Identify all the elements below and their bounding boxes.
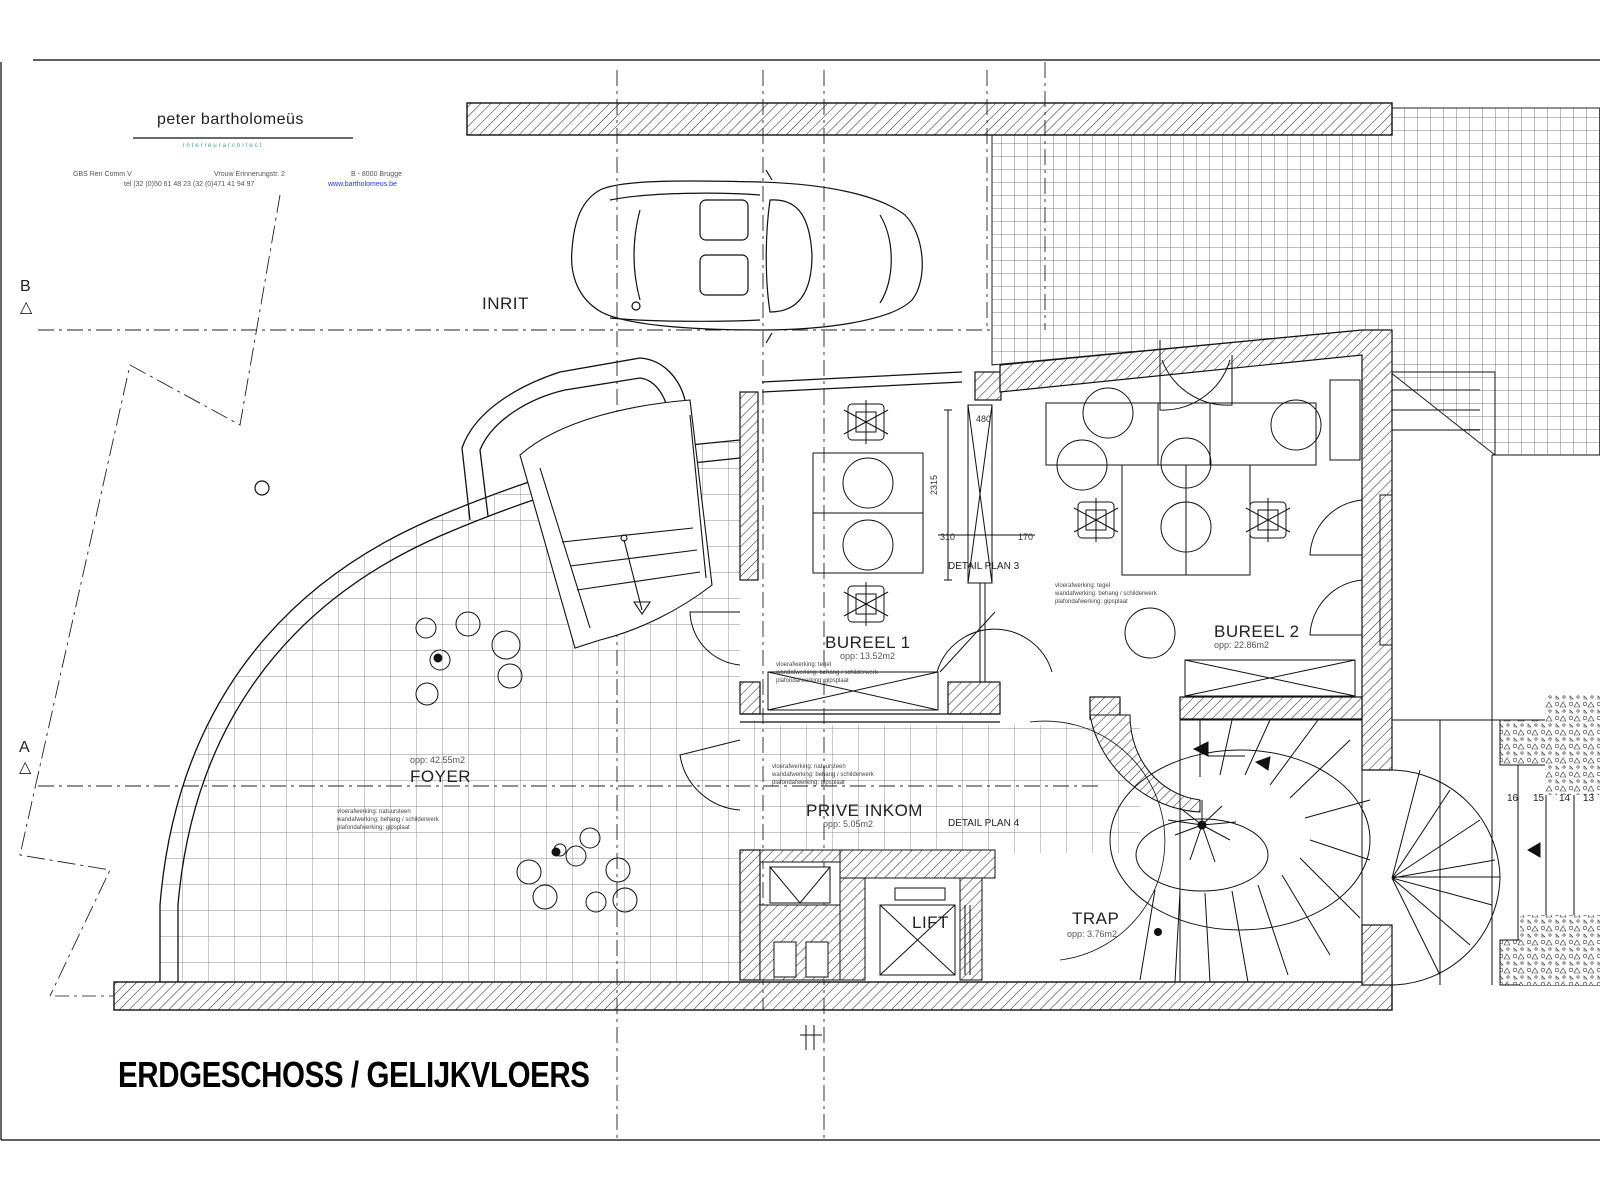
dimension-310: 310 — [940, 532, 956, 542]
foyer-furniture — [415, 611, 638, 913]
room-label-foyer: FOYER — [410, 767, 472, 786]
trap-door-swing — [1029, 720, 1166, 961]
finish-notes-prive: vloerafwerking: natuursteen wandafwerkin… — [772, 763, 874, 787]
bottom-wall — [113, 981, 1393, 1011]
finish-notes-bureel2: vloerafwerking: tegel wandafwerking: beh… — [1055, 582, 1157, 606]
contact-phone: tel (32 (0)50 61 48 23 (32 (0)471 41 94 … — [124, 181, 255, 188]
finish-notes-foyer: vloerafwerking: natuursteen wandafwerkin… — [337, 808, 439, 832]
ramp-stair — [519, 399, 713, 649]
prive-inkom-tile-floor — [740, 725, 1140, 853]
room-area-prive-inkom: opp: 5.05m2 — [823, 819, 874, 829]
note-line: plafondafwerking: gipsplaat — [776, 678, 849, 684]
note-line: wandafwerking: behang / schilderwerk — [337, 817, 439, 823]
note-line: wandafwerking: behang / schilderwerk — [772, 772, 874, 778]
glass-partition — [938, 404, 1035, 682]
section-a-label: A — [19, 739, 30, 756]
planters — [1499, 695, 1600, 986]
section-markers — [800, 1025, 822, 1050]
dimension-170: 170 — [1018, 532, 1034, 542]
stair-number: 16 — [1507, 793, 1519, 804]
contact-company: GBS Ren Comm V — [73, 171, 132, 178]
room-label-prive-inkom: PRIVE INKOM — [806, 801, 923, 820]
bureel1-furniture — [689, 400, 1053, 711]
top-wall — [466, 102, 1393, 136]
dimension-2315: 2315 — [929, 474, 939, 495]
note-line: plafondafwerking: gipsplaat — [772, 780, 845, 786]
brand-tagline: interieurarchitect — [183, 143, 264, 149]
room-label-trap: TRAP — [1072, 909, 1120, 928]
outdoor-stair — [1391, 371, 1600, 986]
note-line: wandafwerking: behang / schilderwerk — [1055, 591, 1157, 597]
contact-street: Vrouw Erinnerungstr. 2 — [214, 171, 285, 178]
room-area-foyer: opp: 42.55m2 — [410, 755, 466, 765]
brand-name: peter bartholomeüs — [157, 111, 304, 128]
plant-icon — [1167, 800, 1237, 863]
sheet-frame — [0, 59, 1600, 1141]
note-line: vloerafwerking: natuursteen — [337, 809, 411, 815]
finish-notes-bureel1: vloerafwerking: tegel wandafwerking: beh… — [776, 661, 878, 685]
room-label-bureel1: BUREEL 1 — [825, 633, 911, 652]
room-label-lift: LIFT — [912, 913, 949, 932]
note-line: plafondafwerking: gipsplaat — [337, 825, 410, 831]
prive-door-swing — [679, 739, 741, 811]
detail-plan-3: DETAIL PLAN 3 — [948, 561, 1020, 572]
stair-number: 14 — [1559, 793, 1571, 804]
room-area-bureel2: opp: 22.86m2 — [1214, 640, 1270, 650]
prive-inkom-walls — [739, 849, 996, 981]
stair-number: 13 — [1583, 793, 1595, 804]
room-area-trap: opp: 3.76m2 — [1067, 929, 1118, 939]
spiral-stair — [1089, 714, 1371, 983]
survey-point — [254, 480, 270, 496]
lift-shaft — [879, 887, 971, 976]
property-boundary — [19, 194, 281, 997]
bureel2-furniture — [1045, 340, 1393, 697]
contact-website[interactable]: www.bartholomeus.be — [328, 181, 397, 188]
bureel1-walls — [739, 371, 1002, 723]
bureel2-walls — [999, 329, 1393, 986]
stair-number: 15 — [1533, 793, 1545, 804]
car-icon — [571, 169, 923, 344]
note-line: vloerafwerking: tegel — [1055, 583, 1111, 589]
section-a-triangle: △ — [19, 759, 32, 776]
detail-plan-4: DETAIL PLAN 4 — [948, 818, 1020, 829]
section-b-triangle: △ — [20, 299, 33, 316]
note-line: wandafwerking: behang / schilderwerk — [776, 670, 878, 676]
room-label-bureel2: BUREEL 2 — [1214, 622, 1300, 641]
room-area-bureel1: opp: 13.52m2 — [840, 651, 896, 661]
dimension-480: 480 — [976, 414, 992, 424]
section-b-label: B — [20, 278, 31, 295]
contact-city: B - 8000 Brugge — [351, 171, 402, 178]
note-line: vloerafwerking: tegel — [776, 662, 832, 668]
note-line: vloerafwerking: natuursteen — [772, 764, 846, 770]
note-line: plafondafwerking: gipsplaat — [1055, 599, 1128, 605]
sheet-title: ERDGESCHOSS / GELIJKVLOERS — [118, 1054, 590, 1095]
room-label-inrit: INRIT — [482, 294, 529, 313]
